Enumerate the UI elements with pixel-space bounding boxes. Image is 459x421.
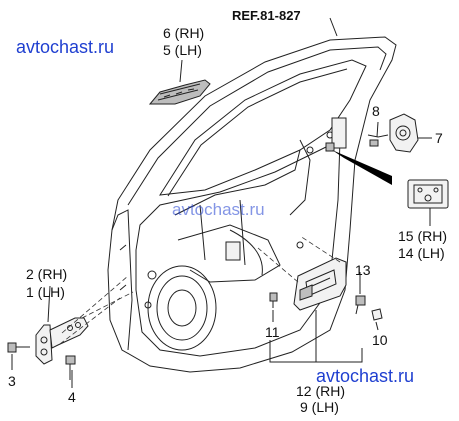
hinge-link-line-3 xyxy=(59,297,121,345)
window-regulator xyxy=(174,139,311,283)
actuator-module xyxy=(407,179,449,209)
door-latch-inner xyxy=(325,117,347,152)
screw-cap xyxy=(371,308,383,321)
label-part-2: 2 (RH) xyxy=(26,266,67,282)
hinge-bolt xyxy=(7,342,30,353)
label-part-13: 13 xyxy=(355,262,371,278)
label-part-8: 8 xyxy=(372,103,380,119)
watermark-bottom: avtochast.ru xyxy=(316,366,414,386)
label-part-7: 7 xyxy=(435,130,443,146)
label-part-1: 1 (LH) xyxy=(26,284,65,300)
detail-arrow xyxy=(332,150,392,185)
hinge-bolt-lower xyxy=(65,355,76,380)
handle-screw xyxy=(355,295,366,315)
label-part-15: 15 (RH) xyxy=(398,228,447,244)
hinge-link-line-2 xyxy=(81,291,134,319)
label-part-5: 5 (LH) xyxy=(163,42,202,58)
label-part-4: 4 xyxy=(68,389,76,405)
trim-clip xyxy=(269,292,278,308)
reference-label: REF.81-827 xyxy=(232,8,301,23)
latch-assembly xyxy=(367,113,419,153)
watermark-center: avtochast.ru xyxy=(172,200,265,219)
label-part-3: 3 xyxy=(8,373,16,389)
leader-lines xyxy=(11,17,432,388)
label-part-14: 14 (LH) xyxy=(398,245,445,261)
watermark-top: avtochast.ru xyxy=(16,37,114,57)
speaker-opening xyxy=(147,265,217,351)
label-part-9: 9 (LH) xyxy=(300,399,339,415)
label-part-10: 10 xyxy=(372,332,388,348)
label-part-12: 12 (RH) xyxy=(296,383,345,399)
door-hinge xyxy=(35,317,89,365)
hinge-link-line xyxy=(61,275,129,334)
inside-handle xyxy=(293,257,347,311)
handle-link-line xyxy=(257,247,299,283)
label-part-6: 6 (RH) xyxy=(163,25,204,41)
outside-handle xyxy=(148,59,211,105)
label-part-11: 11 xyxy=(265,324,280,340)
